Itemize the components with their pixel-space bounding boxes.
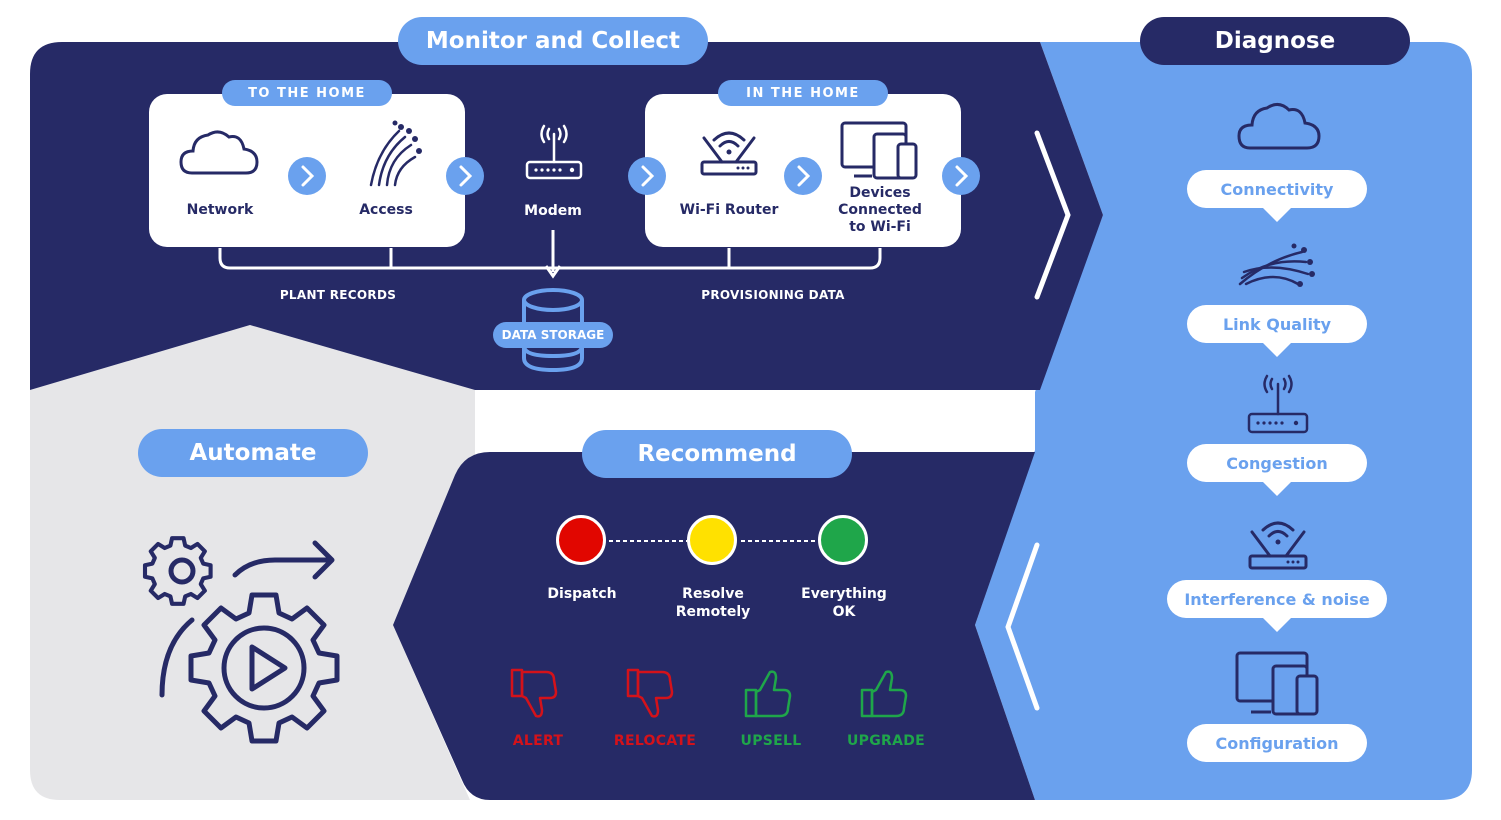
- automate-title: Automate: [138, 429, 368, 477]
- status-resolve-indicator: [687, 515, 737, 565]
- fiber-icon: [1238, 243, 1315, 287]
- devices-icon: [840, 121, 918, 180]
- diagnose-configuration: Configuration: [1187, 724, 1367, 762]
- node-devices: Devices Connected to Wi-Fi: [838, 185, 922, 235]
- diagnose-interference: Interference & noise: [1167, 580, 1387, 632]
- modem-icon: [1247, 374, 1309, 434]
- status-resolve-label: Resolve Remotely: [675, 586, 751, 620]
- monitor-title: Monitor and Collect: [398, 17, 708, 65]
- plant-records-label: PLANT RECORDS: [279, 288, 397, 302]
- status-connector: [609, 540, 817, 542]
- automation-gear-icon: [142, 536, 340, 744]
- thumbs-down-icon: [510, 668, 558, 718]
- action-upgrade: UPGRADE: [846, 733, 926, 749]
- node-modem: Modem: [524, 203, 582, 219]
- status-ok-indicator: [818, 515, 868, 565]
- node-wifi-router: Wi-Fi Router: [679, 202, 779, 218]
- diagnose-connectivity: Connectivity: [1187, 170, 1367, 222]
- thumbs-up-icon: [860, 670, 908, 718]
- thumbs-up-icon: [744, 670, 792, 718]
- data-storage-label: DATA STORAGE: [493, 322, 613, 348]
- node-access: Access: [359, 202, 413, 218]
- diagnose-congestion: Congestion: [1187, 444, 1367, 496]
- action-upsell: UPSELL: [740, 733, 802, 749]
- modem-icon: [525, 124, 583, 180]
- provisioning-data-label: PROVISIONING DATA: [701, 288, 845, 302]
- action-relocate: RELOCATE: [613, 733, 697, 749]
- in-home-label: IN THE HOME: [718, 80, 888, 106]
- arrow-right-icon: [628, 157, 666, 195]
- status-dispatch-indicator: [556, 515, 606, 565]
- devices-icon: [1235, 651, 1319, 716]
- wifi-router-icon: [1248, 521, 1308, 570]
- status-ok-label: Everything OK: [801, 586, 887, 620]
- diagnose-title: Diagnose: [1140, 17, 1410, 65]
- arrow-right-icon: [288, 157, 326, 195]
- action-alert: ALERT: [512, 733, 564, 749]
- database-icon: [522, 288, 584, 373]
- diagnose-link-quality: Link Quality: [1187, 305, 1367, 357]
- to-home-label: TO THE HOME: [222, 80, 392, 106]
- cloud-icon: [1237, 103, 1321, 150]
- status-dispatch-label: Dispatch: [547, 586, 617, 602]
- fiber-icon: [369, 120, 422, 187]
- node-network: Network: [186, 202, 254, 218]
- cloud-icon: [179, 130, 259, 175]
- wifi-router-icon: [700, 131, 758, 176]
- recommend-title: Recommend: [582, 430, 852, 478]
- thumbs-down-icon: [626, 668, 674, 718]
- arrow-right-icon: [942, 157, 980, 195]
- arrow-right-icon: [784, 157, 822, 195]
- arrow-right-icon: [446, 157, 484, 195]
